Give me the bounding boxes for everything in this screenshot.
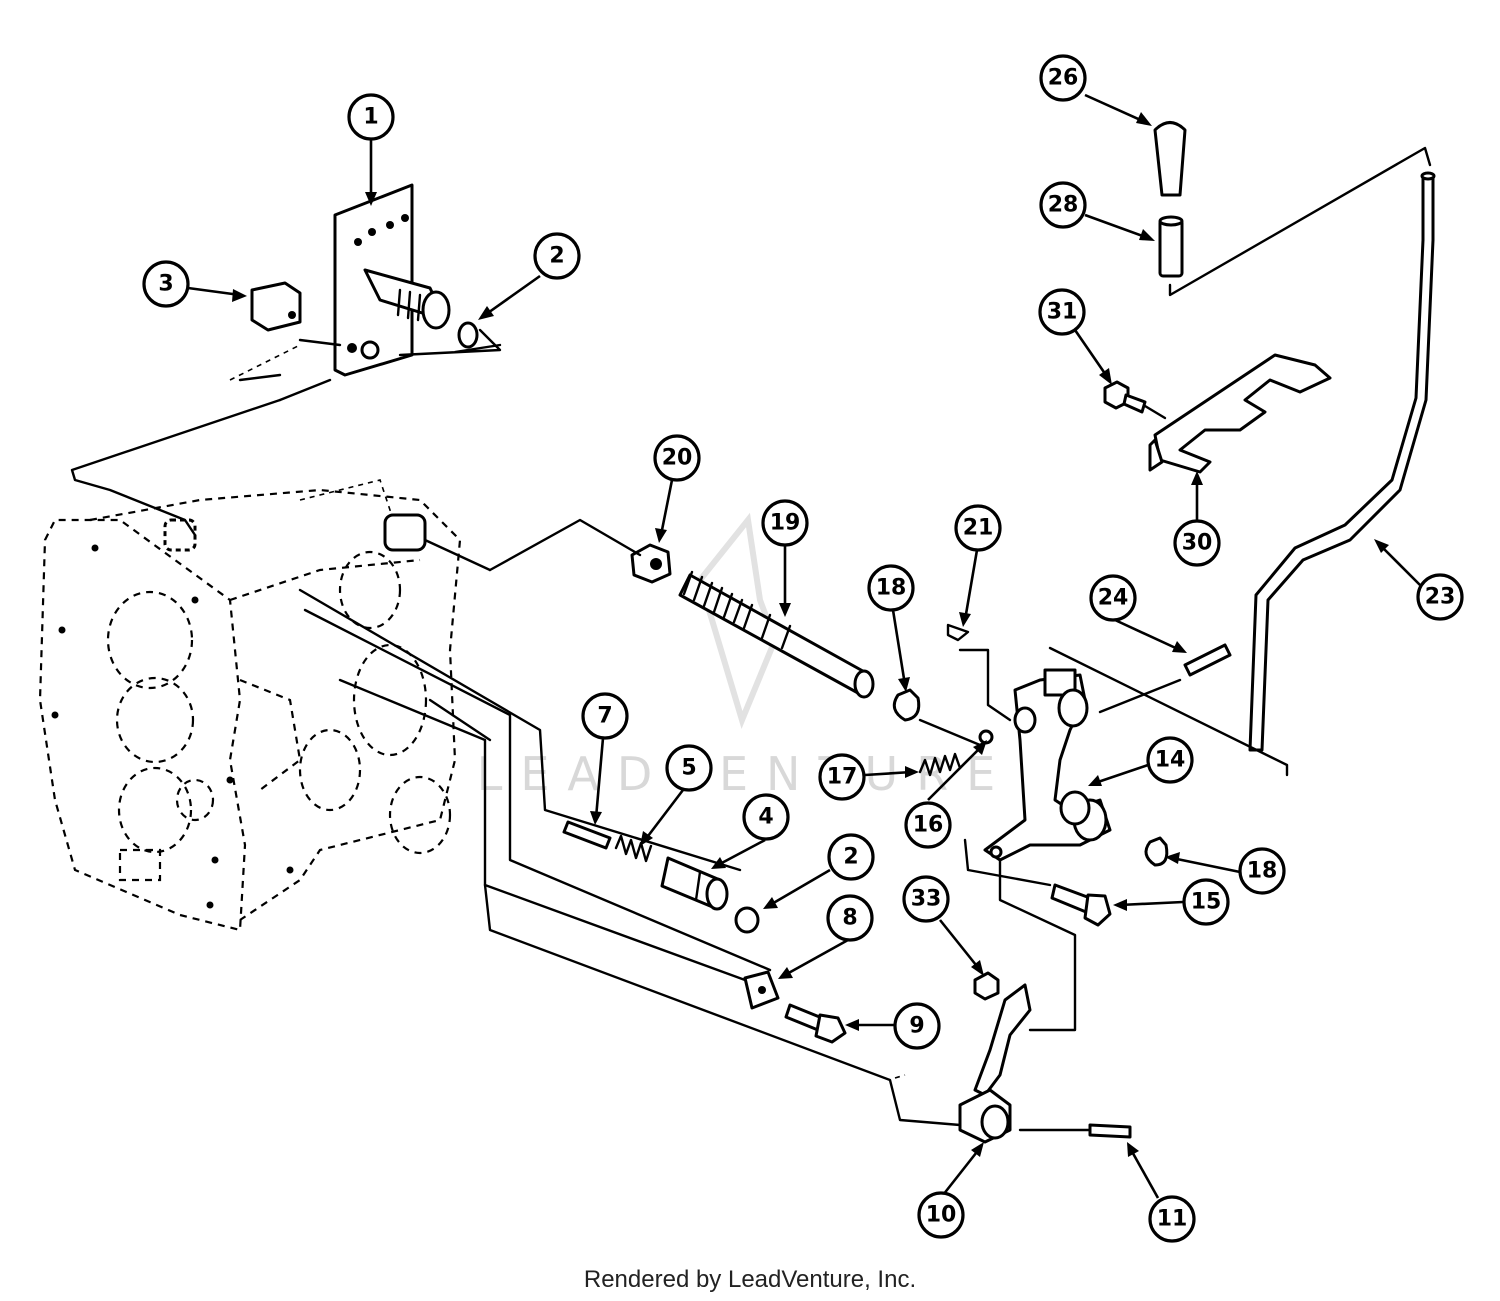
part-3-key-block <box>250 281 302 332</box>
callout-33: 33 <box>902 875 950 923</box>
watermark-text: LEADVENTURE <box>477 747 1014 801</box>
callout-26: 26 <box>1039 54 1087 102</box>
callout-label: 21 <box>963 516 994 541</box>
callout-30: 30 <box>1173 519 1221 567</box>
callout-31: 31 <box>1038 288 1086 336</box>
callout-8: 8 <box>826 894 874 942</box>
part-28-sleeve <box>1158 215 1184 278</box>
callout-1: 1 <box>347 93 395 141</box>
part-18-clip-lower <box>1144 836 1169 867</box>
part-11-pin <box>1088 1123 1132 1139</box>
callout-label: 18 <box>876 576 907 601</box>
callout-label: 17 <box>827 765 858 790</box>
transmission-housing <box>38 479 462 932</box>
callout-label: 7 <box>597 704 612 729</box>
callout-label: 31 <box>1047 300 1078 325</box>
callout-3: 3 <box>142 260 190 308</box>
callout-label: 16 <box>913 813 944 838</box>
callout-4: 4 <box>742 793 790 841</box>
callout-20: 20 <box>653 434 701 482</box>
callout-2-upper: 2 <box>533 232 581 280</box>
part-8-plate <box>743 970 780 1010</box>
callout-label: 9 <box>909 1014 924 1039</box>
part-30-gate-bracket <box>1148 353 1332 474</box>
callout-15: 15 <box>1182 878 1230 926</box>
callout-5: 5 <box>665 744 713 792</box>
callout-label: 23 <box>1425 585 1456 610</box>
callout-label: 3 <box>158 272 173 297</box>
footer-credit: Rendered by LeadVenture, Inc. <box>583 1266 917 1293</box>
callout-label: 18 <box>1247 859 1278 884</box>
part-31-bolt <box>1103 380 1147 414</box>
part-33-nut <box>973 971 1000 1001</box>
callout-9: 9 <box>893 1002 941 1050</box>
callout-18-upper: 18 <box>867 564 915 612</box>
callout-label: 15 <box>1191 890 1222 915</box>
part-15-bolt <box>1050 883 1112 927</box>
part-2-washer-lower <box>734 906 760 934</box>
part-20-nut <box>630 543 672 584</box>
callout-label: 4 <box>758 805 773 830</box>
callout-label: 11 <box>1157 1207 1188 1232</box>
part-2-washer-top <box>457 321 479 349</box>
leader-lines <box>187 93 1421 1199</box>
callout-23: 23 <box>1416 573 1464 621</box>
callout-16: 16 <box>904 801 952 849</box>
callout-label: 28 <box>1048 193 1079 218</box>
part-7-pin <box>562 820 612 850</box>
callout-label: 1 <box>363 105 378 130</box>
callout-label: 5 <box>681 756 696 781</box>
part-24-roll-pin <box>1183 643 1232 677</box>
callout-18-lower: 18 <box>1238 847 1286 895</box>
callout-17: 17 <box>818 753 866 801</box>
part-17-spring <box>918 752 962 777</box>
callout-label: 30 <box>1182 531 1213 556</box>
callout-label: 10 <box>926 1203 957 1228</box>
part-21-cotter-pin <box>946 623 970 642</box>
callout-label: 8 <box>842 906 857 931</box>
part-5-spring <box>614 834 653 863</box>
part-1-bracket-plate <box>333 183 451 377</box>
callout-11: 11 <box>1148 1195 1196 1243</box>
callout-label: 24 <box>1098 586 1129 611</box>
part-10-shift-arm <box>958 983 1032 1144</box>
part-14-lever-bracket <box>983 668 1112 862</box>
callout-2-lower: 2 <box>827 833 875 881</box>
part-19-threaded-shaft <box>678 570 875 699</box>
callout-7: 7 <box>581 692 629 740</box>
part-23-shift-rod <box>1248 171 1436 752</box>
callout-label: 33 <box>911 887 942 912</box>
callout-24: 24 <box>1089 574 1137 622</box>
callout-label: 2 <box>549 244 564 269</box>
callout-19: 19 <box>761 499 809 547</box>
callout-label: 26 <box>1048 66 1079 91</box>
callout-28: 28 <box>1039 181 1087 229</box>
part-18-clip-upper <box>892 688 921 722</box>
watermark: LEADVENTURE <box>477 512 1014 801</box>
callout-label: 20 <box>662 446 693 471</box>
callout-label: 2 <box>843 845 858 870</box>
part-9-bolt <box>784 1003 847 1044</box>
callout-label: 14 <box>1155 748 1186 773</box>
part-4-plunger <box>660 856 729 911</box>
callout-21: 21 <box>954 504 1002 552</box>
part-26-knob <box>1153 121 1187 197</box>
callout-10: 10 <box>917 1191 965 1239</box>
callout-14: 14 <box>1146 736 1194 784</box>
callout-label: 19 <box>770 511 801 536</box>
